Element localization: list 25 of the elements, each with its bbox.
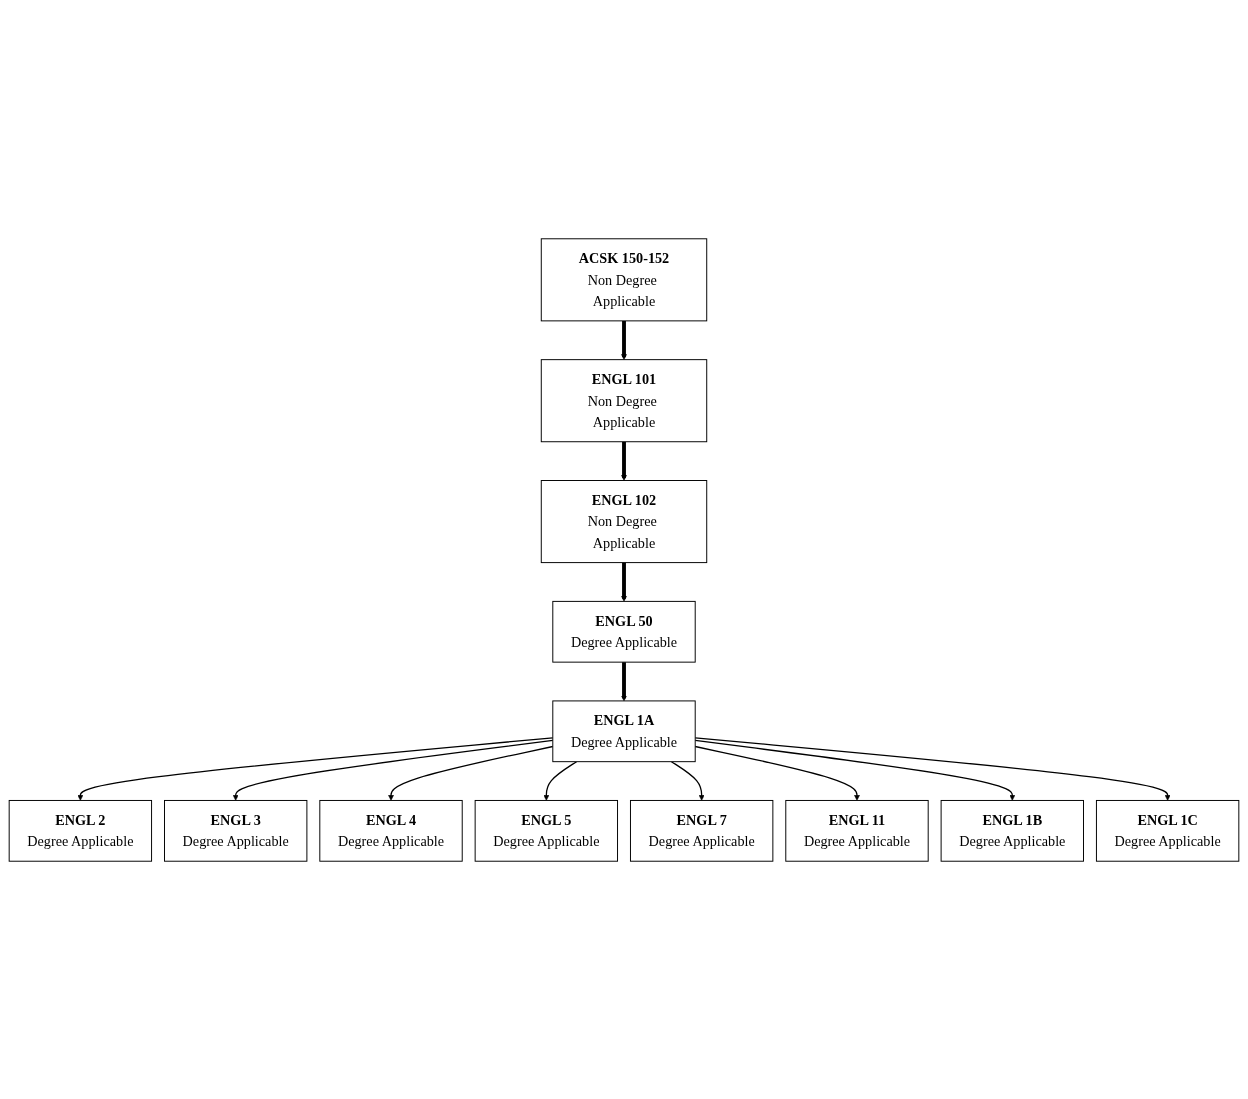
arrow (77, 736, 554, 801)
node-box: ENGL 4 Degree Applicable (319, 799, 463, 862)
node-box: ACSK 150-152 Non Degree Applicable (540, 237, 708, 321)
arrow (670, 760, 705, 801)
node-box: ENGL 1B Degree Applicable (940, 799, 1084, 862)
arrow (543, 760, 578, 801)
arrow (388, 745, 554, 801)
node-box: ENGL 7 Degree Applicable (629, 799, 774, 862)
node-box: ENGL 1C Degree Applicable (1095, 799, 1240, 862)
arrow (621, 320, 627, 360)
arrow (232, 739, 554, 801)
node-box: ENGL 50 Degree Applicable (552, 600, 696, 663)
arrow (694, 736, 1171, 801)
arrow (621, 562, 627, 602)
arrow (694, 745, 860, 801)
node-box: ENGL 102 Non Degree Applicable (540, 479, 708, 563)
node-box: ENGL 11 Degree Applicable (785, 799, 929, 862)
node-box: ENGL 1A Degree Applicable (552, 699, 696, 762)
node-box: ENGL 2 Degree Applicable (8, 799, 153, 862)
arrow (621, 441, 627, 481)
arrow (694, 739, 1016, 801)
node-box: ENGL 101 Non Degree Applicable (540, 358, 708, 442)
node-box: ENGL 5 Degree Applicable (474, 799, 619, 862)
node-box: ENGL 3 Degree Applicable (164, 799, 308, 862)
arrow (621, 661, 627, 701)
